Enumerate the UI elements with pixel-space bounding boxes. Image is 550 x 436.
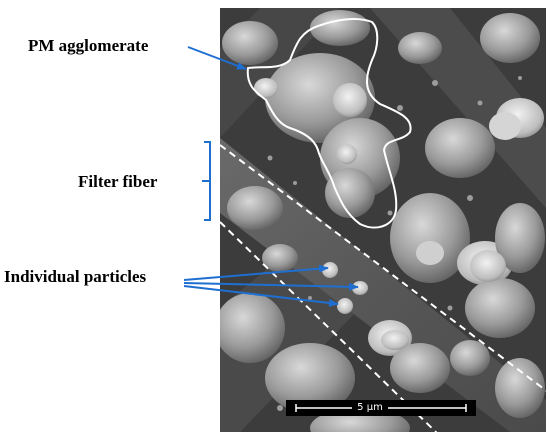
particle-arrow-1 — [183, 264, 329, 281]
fiber-boundary-upper — [219, 144, 549, 393]
agglomerate-arrow — [187, 46, 247, 70]
scale-bar-label-bg — [352, 402, 388, 414]
particle-arrow-3 — [183, 285, 339, 307]
particle-arrow-2 — [183, 282, 359, 291]
agglomerate-outline — [246, 18, 412, 229]
agglomerate-label: PM agglomerate — [28, 36, 149, 55]
particle-clusters — [220, 10, 545, 432]
individual-particles-label: Individual particles — [4, 267, 147, 286]
sem-image — [220, 8, 546, 432]
filter-fiber-label: Filter fiber — [78, 172, 158, 191]
fiber-bracket — [202, 141, 211, 221]
scale-bar-label: 5 µm — [357, 402, 383, 413]
sem-micrograph — [220, 8, 546, 432]
